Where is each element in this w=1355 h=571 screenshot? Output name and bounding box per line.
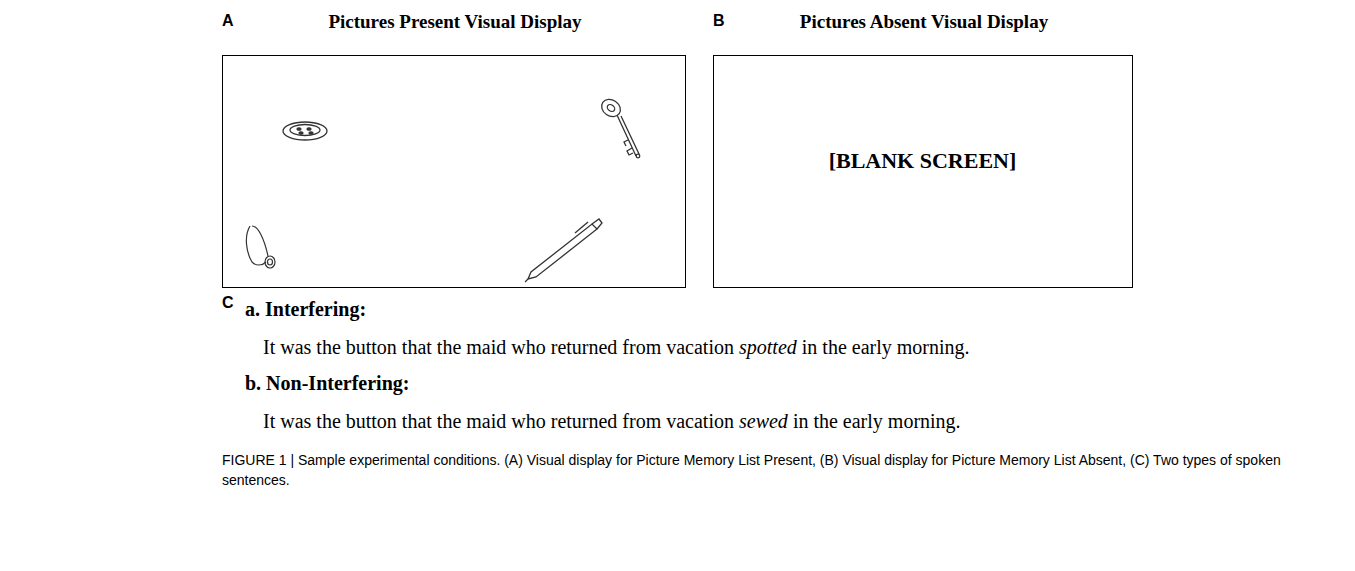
pen-icon — [525, 219, 602, 282]
text-line: C — [222, 290, 238, 313]
panel-letter: C — [222, 294, 234, 311]
sentence-text: It was the button that the maid who retu… — [263, 336, 734, 358]
panel-heading: Pictures Absent Visual Display — [800, 11, 1048, 33]
button-icon — [283, 122, 327, 140]
display-box: Pictures Absent Visual Display[BLANK SCR… — [713, 55, 1133, 288]
screen-text: [BLANK SCREEN] — [829, 148, 1017, 174]
display-box: Pictures Present Visual Display — [222, 55, 686, 288]
text-line: b. Non-Interfering: — [245, 372, 414, 395]
text-line: A — [222, 8, 238, 31]
figure-caption: FIGURE 1 | Sample experimental condition… — [222, 450, 1337, 490]
condition-heading: a. Interfering: — [245, 298, 366, 320]
key-icon — [598, 96, 640, 158]
verb-word: spotted — [739, 336, 797, 358]
necklace-icon — [246, 226, 275, 268]
panel-letter: A — [222, 12, 234, 29]
text-line: It was the button that the maid who retu… — [263, 336, 975, 359]
panel-heading: Pictures Present Visual Display — [328, 11, 581, 33]
text-line: a. Interfering: — [245, 298, 371, 321]
text-line: B — [713, 8, 729, 31]
panel-letter: B — [713, 12, 725, 29]
sentence-text: in the early morning. — [802, 336, 970, 358]
condition-heading: b. Non-Interfering: — [245, 372, 409, 394]
verb-word: sewed — [739, 410, 788, 432]
sentence-text: in the early morning. — [793, 410, 961, 432]
text-line: It was the button that the maid who retu… — [263, 410, 966, 433]
sentence-text: It was the button that the maid who retu… — [263, 410, 734, 432]
